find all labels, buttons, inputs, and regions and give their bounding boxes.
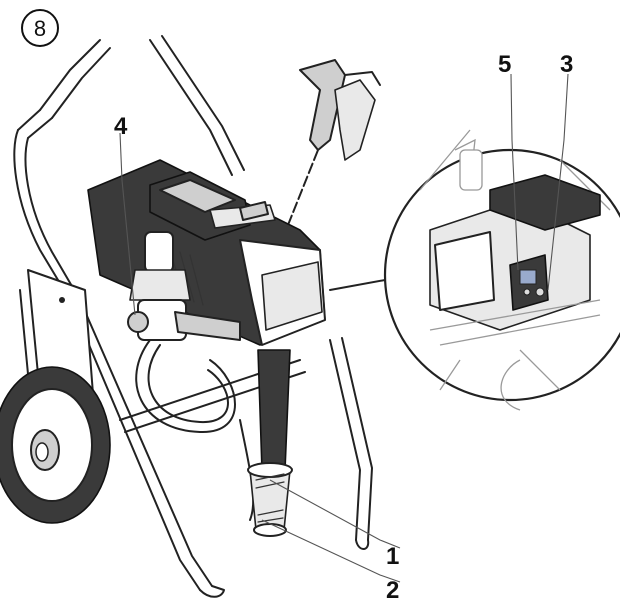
callout-2: 2 xyxy=(386,577,399,604)
cart-wheel xyxy=(0,366,111,524)
callout-3: 3 xyxy=(560,51,573,78)
step-number-badge: 8 xyxy=(21,9,59,47)
callout-4: 4 xyxy=(114,113,128,140)
callout-leaders xyxy=(119,73,569,583)
fluid-section xyxy=(127,231,241,341)
detail-magnifier xyxy=(329,129,620,411)
step-number: 8 xyxy=(34,16,46,41)
spray-gun xyxy=(287,59,381,226)
callout-5: 5 xyxy=(498,51,511,78)
callout-1: 1 xyxy=(386,543,399,570)
suction-tube xyxy=(247,349,293,537)
motor-housing xyxy=(87,159,326,346)
hose-coil xyxy=(135,339,255,521)
